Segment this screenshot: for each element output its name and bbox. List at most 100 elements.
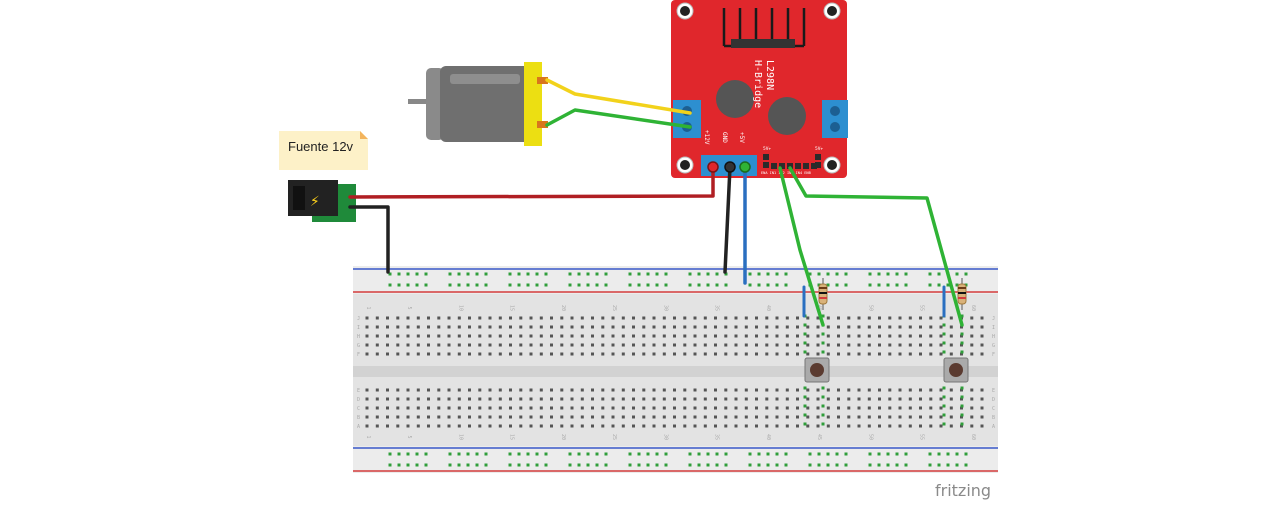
- breadboard-hole: [568, 283, 572, 287]
- row-letter: D: [992, 397, 995, 403]
- breadboard-hole: [488, 316, 492, 320]
- breadboard-hole: [868, 272, 872, 276]
- breadboard-hole: [895, 272, 899, 276]
- row-letter: J: [992, 316, 995, 322]
- breadboard-hole: [509, 316, 512, 320]
- breadboard-hole: [580, 424, 584, 428]
- breadboard-hole: [601, 316, 605, 320]
- breadboard-hole: [898, 352, 902, 356]
- breadboard-hole: [904, 452, 908, 456]
- breadboard-hole: [406, 334, 410, 338]
- breadboard-hole: [775, 325, 779, 329]
- column-number: 60: [970, 434, 976, 440]
- breadboard-hole: [386, 397, 389, 401]
- breadboard-hole: [591, 406, 594, 410]
- breadboard-hole: [580, 316, 584, 320]
- breadboard-hole: [655, 463, 659, 467]
- breadboard-hole: [928, 272, 932, 276]
- breadboard-hole: [734, 397, 738, 401]
- breadboard-hole: [688, 272, 692, 276]
- breadboard-hole: [526, 272, 530, 276]
- breadboard-hole: [847, 415, 851, 419]
- breadboard-hole: [878, 325, 881, 329]
- breadboard-hole: [949, 406, 953, 410]
- breadboard-hole: [775, 283, 779, 287]
- push-button-2: [943, 357, 969, 383]
- breadboard-hole: [706, 283, 710, 287]
- breadboard-hole: [642, 334, 646, 338]
- breadboard-hole: [837, 343, 840, 347]
- breadboard-hole: [662, 388, 666, 392]
- breadboard-hole: [929, 343, 933, 347]
- breadboard-hole: [586, 272, 590, 276]
- breadboard-hole: [755, 334, 758, 338]
- column-number: 55: [919, 305, 925, 311]
- breadboard-hole: [519, 397, 523, 401]
- breadboard-hole: [928, 463, 932, 467]
- breadboard-hole: [908, 316, 912, 320]
- breadboard-hole: [908, 424, 912, 428]
- breadboard-hole: [714, 352, 717, 356]
- breadboard-hole: [416, 325, 420, 329]
- breadboard-hole: [955, 463, 959, 467]
- breadboard-hole: [560, 316, 564, 320]
- column-number: 50: [867, 305, 873, 311]
- push-button-1: [804, 357, 830, 383]
- breadboard-hole: [406, 397, 410, 401]
- breadboard-hole: [570, 343, 574, 347]
- breadboard-hole: [570, 334, 574, 338]
- breadboard-hole: [844, 463, 848, 467]
- breadboard-hole: [591, 397, 594, 401]
- breadboard-hole: [878, 388, 881, 392]
- breadboard-hole: [519, 415, 523, 419]
- breadboard-hole: [447, 352, 451, 356]
- breadboard-hole: [755, 316, 758, 320]
- breadboard-hole: [591, 316, 594, 320]
- breadboard-hole: [550, 343, 553, 347]
- breadboard-hole: [550, 334, 553, 338]
- breadboard-hole: [826, 388, 830, 392]
- breadboard-hole: [655, 452, 659, 456]
- column-number: 60: [970, 305, 976, 311]
- breadboard-hole: [888, 397, 892, 401]
- breadboard-hole: [673, 316, 676, 320]
- breadboard-hole: [457, 283, 461, 287]
- breadboard-hole: [632, 352, 635, 356]
- terminal-screw-r1: [830, 106, 840, 116]
- breadboard-hole: [519, 352, 523, 356]
- breadboard-hole: [844, 283, 848, 287]
- breadboard-hole: [406, 463, 410, 467]
- breadboard-hole: [652, 424, 656, 428]
- breadboard-hole: [416, 397, 420, 401]
- breadboard-hole: [642, 406, 646, 410]
- breadboard-hole: [937, 283, 941, 287]
- breadboard-hole: [703, 334, 707, 338]
- breadboard-hole: [688, 463, 692, 467]
- breadboard-hole: [939, 325, 943, 329]
- breadboard-hole: [714, 415, 717, 419]
- breadboard-hole: [703, 424, 707, 428]
- breadboard-hole: [397, 463, 401, 467]
- breadboard-hole: [406, 272, 410, 276]
- breadboard-hole: [498, 343, 502, 347]
- breadboard-hole: [544, 272, 548, 276]
- breadboard-hole: [755, 325, 758, 329]
- breadboard-hole: [928, 452, 932, 456]
- breadboard-hole: [706, 452, 710, 456]
- breadboard-hole: [498, 424, 502, 428]
- breadboard-hole: [904, 463, 908, 467]
- breadboard-hole: [478, 415, 482, 419]
- breadboard-hole: [601, 325, 605, 329]
- breadboard-hole: [664, 452, 668, 456]
- breadboard-hole: [415, 272, 419, 276]
- breadboard-hole: [826, 272, 830, 276]
- breadboard-hole: [775, 463, 779, 467]
- mount-hole-tr-inner: [827, 6, 837, 16]
- breadboard-hole: [908, 397, 912, 401]
- breadboard-hole: [817, 272, 821, 276]
- breadboard-hole: [826, 397, 830, 401]
- breadboard-hole: [806, 415, 810, 419]
- breadboard-hole: [970, 316, 974, 320]
